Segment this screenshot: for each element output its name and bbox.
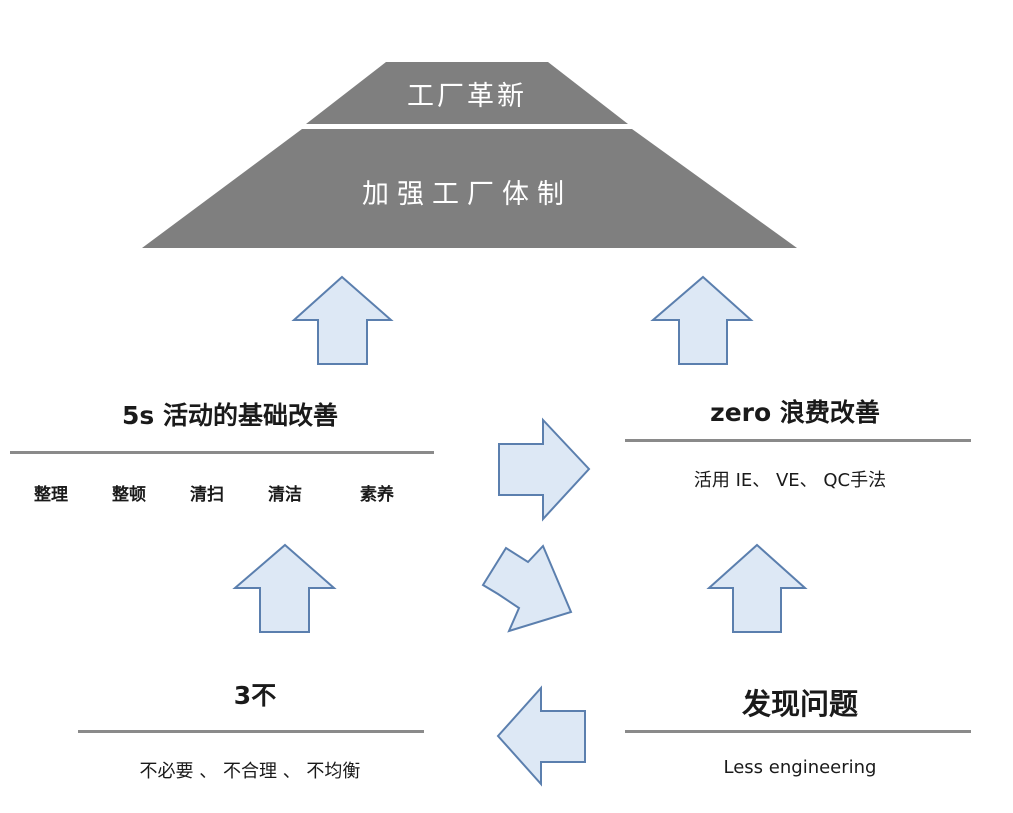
- bottom-right-divider: [625, 730, 971, 733]
- bottom-left-title: 3不: [233, 681, 277, 710]
- pyramid-bottom-tier: [142, 129, 797, 248]
- arrow-up-right-top: [650, 275, 754, 365]
- left-item-4: 清洁: [268, 485, 302, 505]
- bottom-right-title: 发现问题: [741, 687, 858, 721]
- bottom-right-subtitle: Less engineering: [723, 757, 877, 778]
- pyramid-top-tier: [306, 62, 628, 124]
- right-block-subtitle: 活用 IE、 VE、 QC手法: [693, 470, 887, 491]
- left-item-3: 清扫: [190, 485, 224, 505]
- left-block-divider: [10, 451, 434, 454]
- arrow-diagonal-center: [481, 544, 573, 633]
- left-item-1: 整理: [34, 485, 68, 505]
- right-block-divider: [625, 439, 971, 442]
- arrow-up-right-bottom: [706, 543, 808, 633]
- arrow-right-middle: [498, 417, 591, 522]
- left-block-title: 5s 活动的基础改善: [122, 401, 338, 430]
- bottom-left-divider: [78, 730, 424, 733]
- right-block-title: zero 浪费改善: [710, 398, 880, 427]
- arrow-left-bottom: [496, 685, 586, 787]
- arrow-up-left-top: [291, 275, 394, 365]
- bottom-left-subtitle: 不必要 、 不合理 、 不均衡: [139, 761, 361, 782]
- left-item-5: 素养: [360, 485, 394, 505]
- arrow-up-left-bottom: [232, 543, 337, 633]
- pyramid-top-label: 工厂革新: [407, 81, 527, 112]
- pyramid-bottom-label: 加强工厂体制: [362, 179, 572, 210]
- left-item-2: 整顿: [112, 485, 146, 505]
